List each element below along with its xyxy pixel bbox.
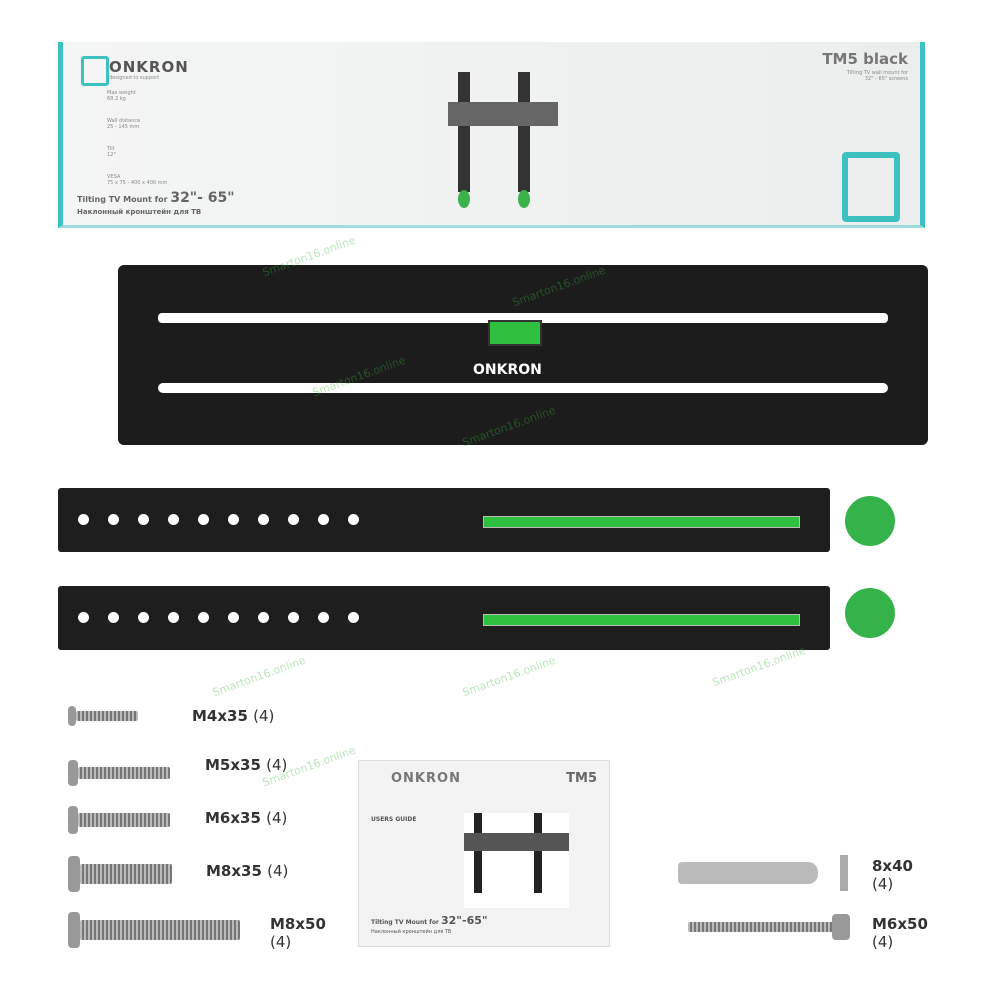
manual-guide: USERS GUIDE bbox=[371, 816, 417, 823]
manual-title-ru: Наклонный кронштейн для ТВ bbox=[371, 929, 452, 935]
screw-label: M6x35 (4) bbox=[205, 809, 288, 827]
screw-m5 bbox=[68, 760, 78, 786]
screw-label: M8x35 (4) bbox=[206, 862, 289, 880]
onkron-logo-icon bbox=[81, 56, 109, 86]
box-logo-icon bbox=[842, 152, 900, 222]
manual-mount-image bbox=[464, 813, 569, 908]
screw-label: M4x35 (4) bbox=[192, 707, 275, 725]
screw-m8-35 bbox=[68, 856, 80, 892]
wall-anchor bbox=[678, 862, 818, 884]
screw-m6 bbox=[68, 806, 78, 834]
watermark: Smarton16.online bbox=[210, 653, 308, 700]
screw-label: M5x35 (4) bbox=[205, 756, 288, 774]
watermark: Smarton16.online bbox=[460, 653, 558, 700]
plate-brand: ONKRON bbox=[473, 362, 542, 378]
lag-bolt bbox=[688, 922, 833, 932]
box-title-ru: Наклонный кронштейн для ТВ bbox=[77, 208, 202, 216]
box-model: TM5 black bbox=[822, 50, 908, 68]
manual-model: TM5 bbox=[566, 771, 597, 786]
vertical-arm-left bbox=[58, 488, 830, 552]
screw-m8-50 bbox=[68, 912, 80, 948]
anchor-label: 8x40(4) bbox=[872, 857, 913, 893]
mount-image bbox=[448, 62, 558, 212]
screw-m4 bbox=[68, 706, 76, 726]
manual-brand: ONKRON bbox=[391, 771, 461, 786]
wall-plate: ONKRON bbox=[118, 265, 928, 445]
watermark: Smarton16.online bbox=[710, 643, 808, 690]
box-tagline: designed to support bbox=[109, 75, 160, 81]
safety-lock-disc bbox=[845, 496, 895, 546]
manual-title: Tilting TV Mount for 32"-65" bbox=[371, 914, 488, 927]
anchor-label: M6x50(4) bbox=[872, 915, 928, 951]
box-brand: ONKRON bbox=[109, 58, 189, 76]
box-model-sub: Tilting TV wall mount for 32" - 65" scre… bbox=[846, 70, 908, 82]
vertical-arm-right bbox=[58, 586, 830, 650]
screw-label: M8x50(4) bbox=[270, 915, 326, 951]
users-guide: ONKRON TM5 USERS GUIDE Tilting TV Mount … bbox=[358, 760, 610, 947]
bubble-level bbox=[488, 320, 542, 346]
safety-lock-disc bbox=[845, 588, 895, 638]
box-title: Tilting TV Mount for 32"- 65" bbox=[77, 190, 235, 206]
